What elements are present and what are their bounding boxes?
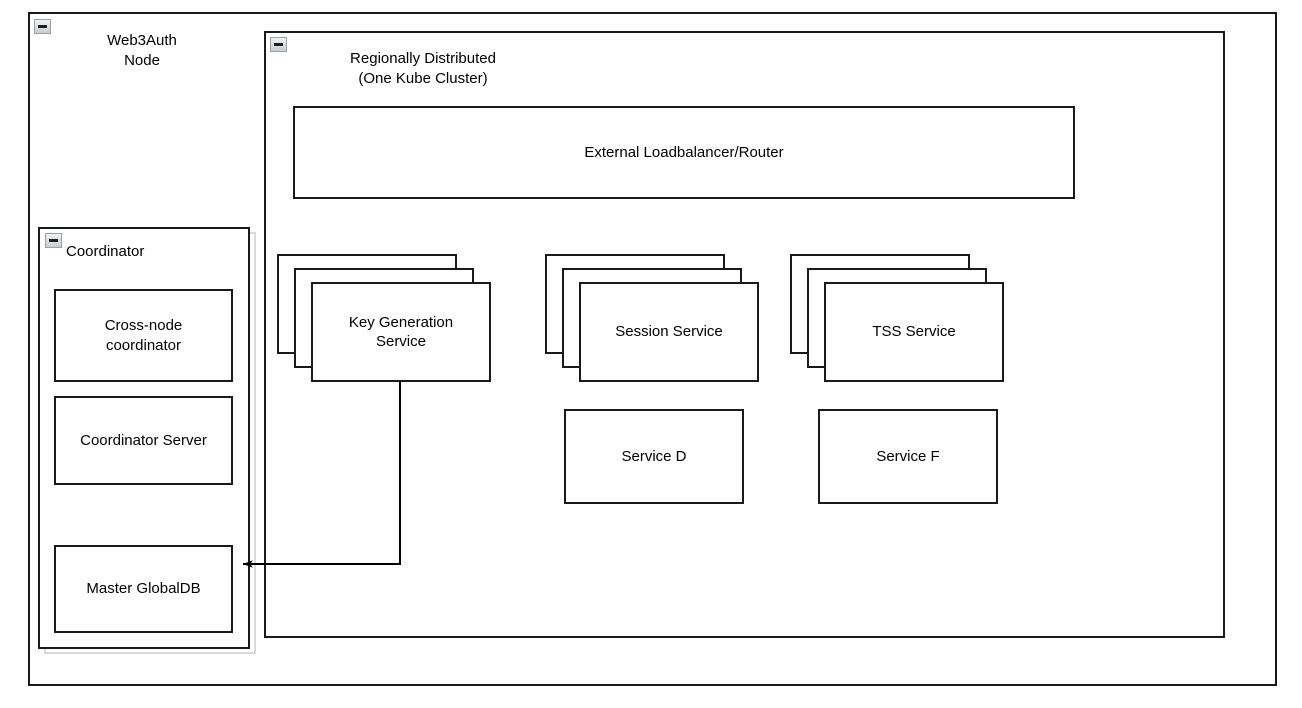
key-generation-service-replica-1[interactable]: Key Generation Service	[311, 282, 491, 382]
container-regionally-distributed-title: Regionally Distributed (One Kube Cluster…	[350, 50, 496, 87]
cross-node-coordinator-box[interactable]: Cross-node coordinator	[54, 289, 233, 382]
coordinator-panel-title: Coordinator	[66, 243, 145, 260]
minus-glyph	[49, 239, 58, 242]
tss-service-stack[interactable]: TSS Service	[790, 254, 1005, 382]
service-f-box[interactable]: Service F	[818, 409, 998, 504]
master-globaldb-box[interactable]: Master GlobalDB	[54, 545, 233, 633]
key-generation-service-stack[interactable]: Key Generation Service	[277, 254, 492, 382]
session-service-replica-1[interactable]: Session Service	[579, 282, 759, 382]
collapse-minus-icon-web3auth-node[interactable]	[34, 19, 51, 34]
collapse-minus-icon-regionally-distributed[interactable]	[270, 37, 287, 52]
service-d-box[interactable]: Service D	[564, 409, 744, 504]
collapse-minus-icon-coordinator[interactable]	[45, 233, 62, 248]
tss-service-replica-1[interactable]: TSS Service	[824, 282, 1004, 382]
minus-glyph	[38, 25, 47, 28]
external-loadbalancer-router-box[interactable]: External Loadbalancer/Router	[293, 106, 1075, 199]
session-service-stack[interactable]: Session Service	[545, 254, 760, 382]
coordinator-server-box[interactable]: Coordinator Server	[54, 396, 233, 485]
minus-glyph	[274, 43, 283, 46]
container-web3auth-node-title: Web3Auth Node	[107, 32, 177, 69]
